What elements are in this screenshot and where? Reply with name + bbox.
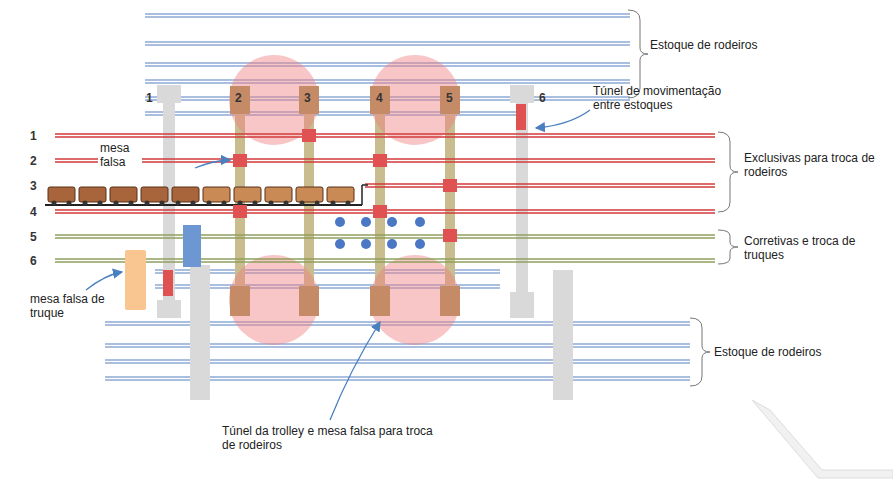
note-label: Túnel da trolley e mesa falsa para troca… (222, 424, 442, 452)
group-label: Exclusivas para troca de rodeiros (744, 151, 889, 179)
wagon (327, 187, 354, 202)
wheel (114, 201, 119, 206)
wheel (331, 201, 336, 206)
callout-number: 5 (446, 91, 453, 105)
wheel (315, 201, 320, 206)
group-label: Corretivas e troca de truques (744, 234, 879, 262)
wagon (48, 187, 75, 202)
trolley-heads (230, 86, 460, 316)
note-label: mesa falsa de truque (30, 292, 110, 320)
grey-tunnels (157, 85, 573, 400)
callout-number: 3 (304, 91, 311, 105)
wheel (67, 201, 72, 206)
bracket (718, 230, 738, 264)
wheel (83, 201, 88, 206)
wagon (79, 187, 106, 202)
callout-number: 6 (539, 91, 546, 105)
wheel (207, 201, 212, 206)
trolley-markers (163, 104, 526, 296)
wagon (141, 187, 168, 202)
wagon (265, 187, 292, 202)
wheel (238, 201, 243, 206)
wheel (98, 201, 103, 206)
track-number: 3 (30, 179, 37, 193)
wheel (346, 201, 351, 206)
track-number: 5 (30, 230, 37, 244)
wagon (172, 187, 199, 202)
callout-number: 2 (235, 91, 242, 105)
wagon (296, 187, 323, 202)
bracket (690, 318, 710, 386)
group-label: Estoque de rodeiros (714, 345, 864, 359)
wheel (160, 201, 165, 206)
leader-lines (86, 110, 590, 420)
wheel (176, 201, 181, 206)
track-number: 2 (30, 154, 37, 168)
train (45, 185, 368, 205)
wheel (300, 201, 305, 206)
track-number: 4 (30, 205, 37, 219)
wheel (253, 201, 258, 206)
wheel (269, 201, 274, 206)
callout-number: 4 (376, 91, 383, 105)
wheel (284, 201, 289, 206)
wheel (52, 201, 57, 206)
corrective-tracks (55, 235, 715, 262)
dots (335, 217, 425, 249)
wheel (191, 201, 196, 206)
wagons (48, 187, 354, 206)
track-number: 6 (30, 254, 37, 268)
wheel (222, 201, 227, 206)
turn-zones (229, 55, 460, 345)
wheel (129, 201, 134, 206)
blue-block (183, 225, 201, 267)
callout-number: 1 (146, 91, 153, 105)
bracket (718, 132, 738, 212)
group-label: Estoque de rodeiros (650, 38, 800, 52)
track-number: 1 (30, 129, 37, 143)
wheel (145, 201, 150, 206)
watermark-shape (752, 400, 893, 478)
note-label: Túnel de movimentação entre estoques (593, 84, 733, 112)
wheelset-tracks (55, 134, 715, 213)
note-label: mesa falsa (98, 141, 142, 169)
wagon (234, 187, 261, 202)
bogie-false-table (125, 250, 146, 310)
wagon (203, 187, 230, 202)
wagon (110, 187, 137, 202)
